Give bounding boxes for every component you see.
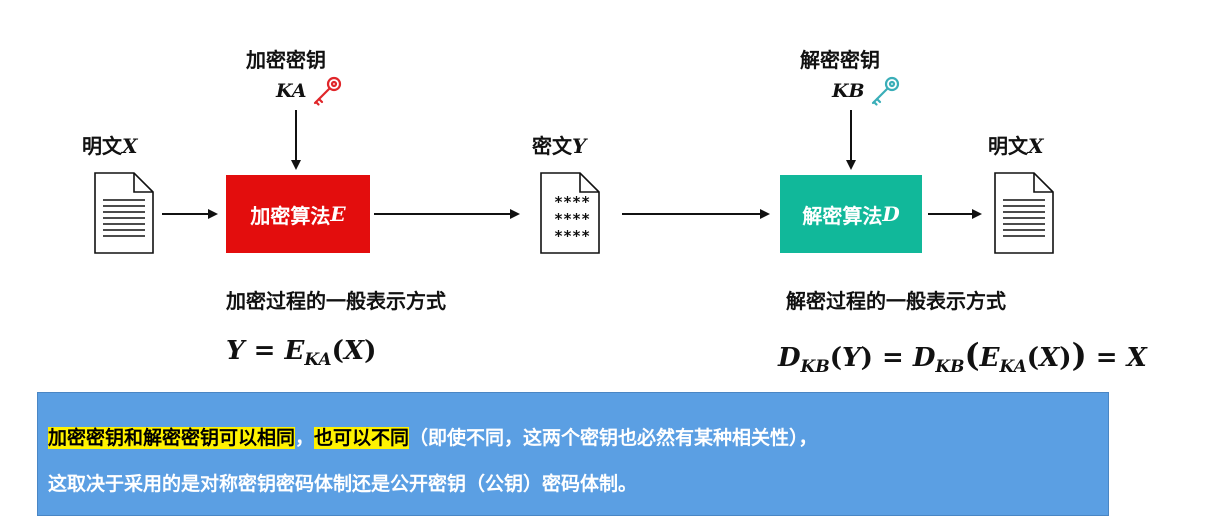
- encrypt-key-label: 加密密钥: [246, 48, 326, 72]
- ciphertext-line: ****: [554, 193, 591, 211]
- decrypt-key-group: KB: [832, 74, 902, 108]
- decrypt-key-label: 解密密钥: [800, 48, 880, 72]
- plaintext-left-var: X: [122, 134, 138, 158]
- formula-sub2: KB: [935, 357, 965, 377]
- formula-fn: D: [778, 343, 801, 373]
- formula-inner-sub: KA: [999, 357, 1027, 377]
- encrypt-algorithm-label: 加密算法: [250, 203, 331, 228]
- note-separator: ，: [295, 427, 315, 449]
- plaintext-right-text: 明文: [988, 134, 1028, 158]
- formula-inner-arg: X: [1039, 343, 1060, 373]
- plaintext-left-text: 明文: [82, 134, 122, 158]
- note-box: 加密密钥和解密密钥可以相同，也可以不同（即使不同，这两个密钥也必然有某种相关性）…: [37, 392, 1109, 516]
- document-icon: [994, 172, 1054, 254]
- formula-equals: =: [1095, 343, 1118, 373]
- plaintext-right-label: 明文X: [988, 130, 1044, 159]
- encrypt-key-var: KA: [276, 80, 307, 102]
- ciphertext-var: Y: [572, 134, 587, 158]
- encrypt-caption: 加密过程的一般表示方式: [226, 289, 446, 313]
- ciphertext-label: 密文Y: [532, 130, 586, 159]
- formula-inner-fn: E: [979, 343, 1000, 373]
- encrypt-key-group: KA: [276, 74, 344, 108]
- ciphertext-line: ****: [554, 227, 591, 245]
- formula-lhs: Y: [226, 336, 245, 366]
- plaintext-left-label: 明文X: [82, 130, 138, 159]
- key-icon: [868, 74, 902, 108]
- decrypt-algorithm-var: D: [882, 202, 900, 226]
- document-icon: [94, 172, 154, 254]
- note-line-2: 这取决于采用的是对称密钥密码体制还是公开密钥（公钥）密码体制。: [48, 473, 638, 495]
- note-highlight-1: 加密密钥和解密密钥可以相同: [48, 427, 296, 449]
- note-rest-1: （即使不同，这两个密钥也必然有某种相关性），: [409, 427, 818, 449]
- note-highlight-2: 也可以不同: [314, 427, 410, 449]
- ciphertext-text: 密文: [532, 134, 572, 158]
- formula-equals: =: [253, 336, 276, 366]
- formula-arg: X: [343, 336, 365, 366]
- formula-sub: KB: [800, 357, 830, 377]
- note-line-1: 加密密钥和解密密钥可以相同，也可以不同（即使不同，这两个密钥也必然有某种相关性）…: [48, 423, 818, 450]
- formula-fn: E: [284, 336, 305, 366]
- encrypt-formula: Y = EKA(X): [226, 336, 377, 370]
- plaintext-right-var: X: [1028, 134, 1044, 158]
- ciphertext-line: ****: [554, 210, 591, 228]
- encrypt-algorithm-var: E: [330, 202, 346, 226]
- formula-arg: Y: [842, 343, 861, 373]
- decrypt-formula: DKB(Y) = DKB(EKA(X)) = X: [778, 336, 1147, 377]
- ciphertext-document-icon: **** **** ****: [540, 172, 600, 254]
- formula-rhs: X: [1126, 343, 1147, 373]
- formula-sub: KA: [304, 350, 332, 370]
- decrypt-algorithm-label: 解密算法: [802, 203, 883, 228]
- key-icon: [310, 74, 344, 108]
- decrypt-key-var: KB: [832, 80, 865, 102]
- formula-fn2: D: [912, 343, 936, 373]
- decrypt-caption: 解密过程的一般表示方式: [786, 289, 1006, 313]
- formula-equals: =: [881, 343, 904, 373]
